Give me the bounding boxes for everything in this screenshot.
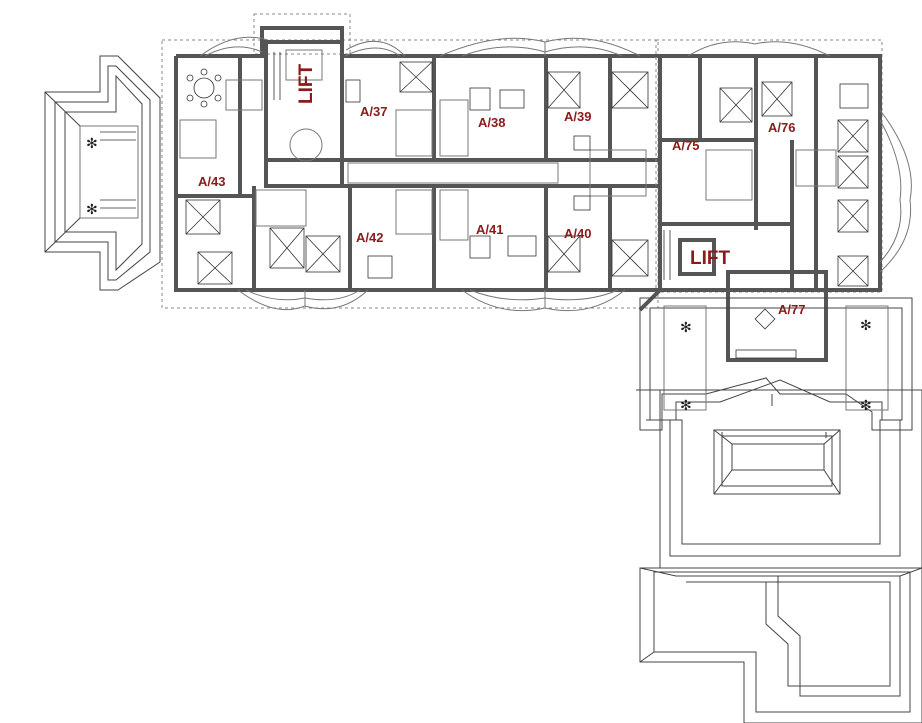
- south-roof: [639, 567, 922, 723]
- unit-label-a76: A/76: [768, 120, 795, 135]
- lift-label-west: LIFT: [296, 64, 317, 104]
- plant-icon: ✻: [860, 317, 872, 333]
- unit-label-a75: A/75: [672, 138, 699, 153]
- main-walls: [161, 13, 660, 312]
- southeast-roof: ✻ ✻ ✻ ✻: [636, 297, 922, 569]
- unit-label-a40: A/40: [564, 226, 591, 241]
- unit-label-a38: A/38: [478, 115, 505, 130]
- plant-icon: ✻: [86, 135, 98, 151]
- east-walls: [638, 39, 912, 362]
- unit-label-a77: A/77: [778, 302, 805, 317]
- unit-label-a43: A/43: [198, 174, 225, 189]
- furniture: [185, 61, 649, 285]
- plant-icon: ✻: [860, 397, 872, 413]
- lift-label-east: LIFT: [690, 248, 730, 269]
- west-roof: ✻ ✻: [44, 55, 161, 291]
- plant-icon: ✻: [680, 319, 692, 335]
- unit-label-a42: A/42: [356, 230, 383, 245]
- plant-icon: ✻: [86, 201, 98, 217]
- unit-label-a39: A/39: [564, 109, 591, 124]
- interior-walls: [176, 40, 660, 290]
- unit-label-a37: A/37: [360, 104, 387, 119]
- plant-icon: ✻: [680, 397, 692, 413]
- unit-labels: A/37 A/38 A/39 A/43 A/42 A/41 A/40 A/75 …: [198, 64, 805, 317]
- unit-label-a41: A/41: [476, 222, 503, 237]
